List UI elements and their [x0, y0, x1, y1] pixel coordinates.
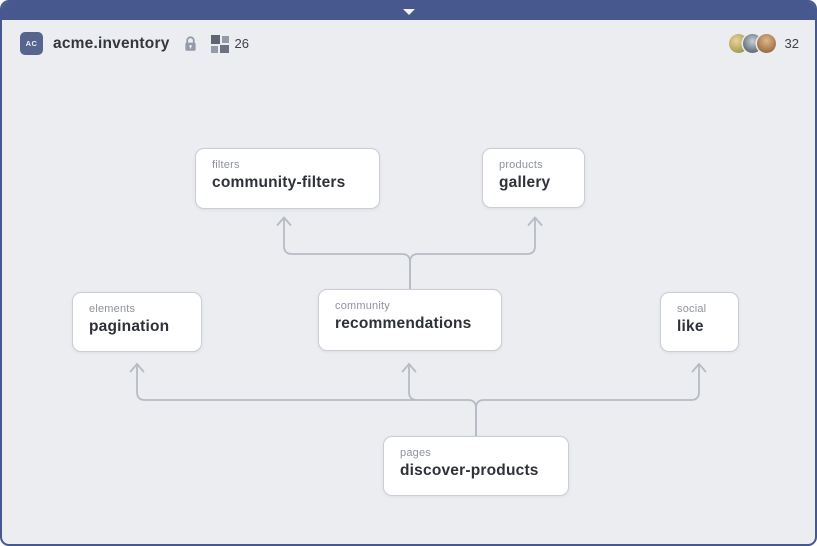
avatar[interactable] — [756, 34, 776, 53]
node-title: like — [677, 318, 704, 335]
chevron-down-icon[interactable] — [402, 9, 415, 15]
node-category-label: elements — [89, 303, 136, 315]
node-discover-products[interactable]: pages discover-products — [383, 436, 569, 496]
node-category-label: community — [335, 300, 390, 312]
node-title: community-filters — [212, 174, 346, 191]
header-right: 32 — [728, 34, 799, 53]
project-badge: AC — [20, 32, 43, 55]
node-title: recommendations — [335, 315, 472, 332]
node-title: pagination — [89, 318, 170, 335]
collaborator-avatars[interactable] — [728, 34, 776, 53]
project-header: AC acme.inventory 26 32 — [2, 20, 815, 67]
node-like[interactable]: social like — [660, 292, 739, 352]
screens-counter[interactable]: 26 — [210, 34, 249, 53]
node-community-filters[interactable]: filters community-filters — [195, 148, 380, 209]
node-category-label: filters — [212, 159, 240, 171]
node-category-label: products — [499, 159, 543, 171]
node-title: gallery — [499, 174, 551, 191]
node-recommendations[interactable]: community recommendations — [318, 289, 502, 351]
grid-tiles-icon — [210, 35, 229, 53]
node-title: discover-products — [400, 462, 539, 479]
lock-icon — [184, 35, 196, 51]
node-category-label: social — [677, 303, 707, 315]
node-category-label: pages — [400, 447, 431, 459]
node-gallery[interactable]: products gallery — [482, 148, 585, 208]
toolbar-collapsed-bar — [2, 2, 815, 20]
screens-count: 26 — [234, 36, 249, 51]
node-pagination[interactable]: elements pagination — [72, 292, 202, 352]
project-title: acme.inventory — [53, 34, 170, 52]
collaborators-count: 32 — [784, 36, 799, 51]
